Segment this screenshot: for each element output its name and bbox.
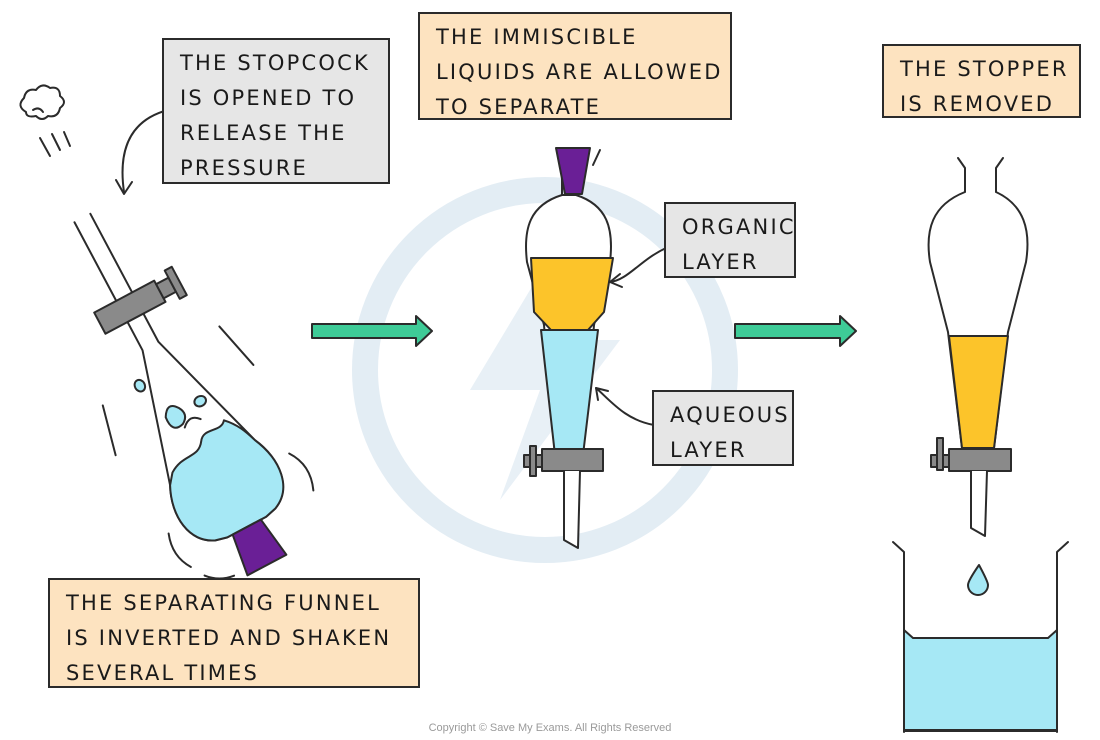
droplet-icon <box>967 564 989 596</box>
label-immiscible-liquids: THE IMMISCIBLE LIQUIDS ARE ALLOWED TO SE… <box>418 12 732 120</box>
label-line: TO SEPARATE <box>436 95 602 119</box>
label-line: IS REMOVED <box>900 92 1055 116</box>
label-line: PRESSURE <box>180 156 309 180</box>
label-stopper-removed: THE STOPPER IS REMOVED <box>882 44 1081 118</box>
settled-funnel <box>523 147 667 549</box>
label-line: RELEASE THE <box>180 121 347 145</box>
label-line: AQUEOUS <box>670 403 790 427</box>
inverted-funnel <box>19 84 315 580</box>
label-inverted-shaken: THE SEPARATING FUNNEL IS INVERTED AND SH… <box>48 578 420 688</box>
draining-funnel <box>892 157 1069 733</box>
label-line: ORGANIC <box>682 215 796 239</box>
arrow-right-icon <box>734 315 857 347</box>
label-line: LIQUIDS ARE ALLOWED <box>436 60 723 84</box>
label-line: THE STOPPER <box>900 57 1069 81</box>
gas-puff-icon <box>19 84 65 120</box>
label-line: THE STOPCOCK <box>180 51 370 75</box>
label-line: LAYER <box>670 438 747 462</box>
beaker <box>892 541 1069 733</box>
label-line: SEVERAL TIMES <box>66 661 260 685</box>
label-stopcock-opened: THE STOPCOCK IS OPENED TO RELEASE THE PR… <box>162 38 390 184</box>
label-line: IS OPENED TO <box>180 86 357 110</box>
label-aqueous-layer: AQUEOUS LAYER <box>652 390 794 466</box>
arrow-right-icon <box>311 315 433 347</box>
label-line: IS INVERTED AND SHAKEN <box>66 626 392 650</box>
label-line: THE IMMISCIBLE <box>436 25 638 49</box>
label-line: THE SEPARATING FUNNEL <box>66 591 382 615</box>
label-organic-layer: ORGANIC LAYER <box>664 202 796 278</box>
copyright-notice: Copyright © Save My Exams. All Rights Re… <box>428 722 672 734</box>
label-line: LAYER <box>682 250 759 274</box>
